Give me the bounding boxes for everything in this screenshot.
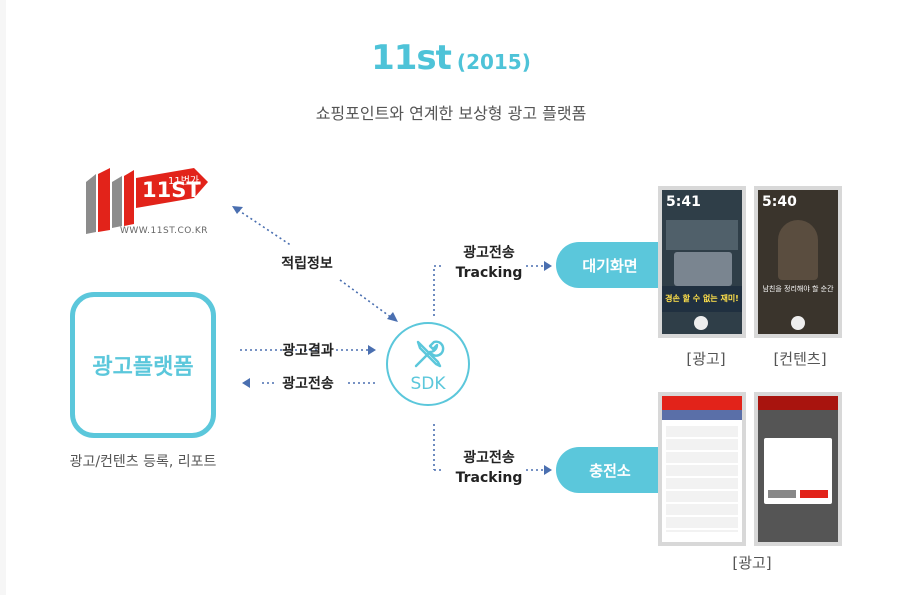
lockscreen-pill: 대기화면 <box>556 242 664 288</box>
page-title: 11st(2015) <box>0 38 902 78</box>
lower-tracking-line1: 광고전송 <box>463 450 515 466</box>
charge-list-header <box>662 396 742 410</box>
unlock-icon <box>791 316 805 330</box>
upper-tracking-line1: 광고전송 <box>463 245 515 261</box>
charge-list-tabbar <box>662 410 742 420</box>
upper-tracking-line2: Tracking <box>455 265 523 281</box>
title-year: (2015) <box>456 50 531 74</box>
phone-ad-notice <box>666 220 738 250</box>
phone-lockscreen-content: 5:40 남친을 정리해야 할 순간 <box>754 186 842 338</box>
caption-ad: [광고] <box>686 350 726 368</box>
popup-phone-header <box>758 396 838 410</box>
title-main: 11st <box>371 38 452 78</box>
lower-tracking-line2: Tracking <box>455 470 523 486</box>
charge-popup-dialog <box>764 438 832 504</box>
phone-ad-time: 5:41 <box>666 194 701 210</box>
logo-tag: 11번가 <box>168 176 200 187</box>
phone-ad-person-image <box>674 252 732 286</box>
logo-brand: 11ST <box>142 178 201 202</box>
popup-cancel-button <box>768 490 796 498</box>
label-upper-tracking: 광고전송 Tracking <box>444 243 534 283</box>
sdk-circle: SDK <box>386 322 470 406</box>
phone-content-time: 5:40 <box>762 194 797 210</box>
logo-url: WWW.11ST.CO.KR <box>120 226 208 236</box>
background-panel <box>6 0 902 595</box>
11st-logo: 11ST 11번가 WWW.11ST.CO.KR <box>82 160 222 244</box>
label-send: 광고전송 <box>282 376 334 392</box>
ad-platform-box: 광고플랫폼 <box>70 292 216 438</box>
label-result: 광고결과 <box>282 343 334 359</box>
phone-charge-list <box>658 392 746 546</box>
popup-confirm-button <box>800 490 828 498</box>
charge-pill: 충전소 <box>556 447 664 493</box>
phone-content-text: 남친을 정리해야 할 순간 <box>762 285 834 293</box>
caption-content: [컨텐츠] <box>773 350 827 368</box>
label-points: 적립정보 <box>281 256 333 272</box>
sdk-label: SDK <box>410 374 446 394</box>
charge-list-items <box>666 426 738 532</box>
label-lower-tracking: 광고전송 Tracking <box>444 448 534 488</box>
unlock-icon <box>694 316 708 330</box>
platform-label: 광고플랫폼 <box>92 355 194 380</box>
phone-ad-banner: 경손 할 수 없는 재미! <box>662 286 742 312</box>
phone-content-person-image <box>778 220 818 280</box>
page-subtitle: 쇼핑포인트와 연계한 보상형 광고 플랫폼 <box>315 104 587 123</box>
phone-charge-popup <box>754 392 842 546</box>
caption-charge-ad: [광고] <box>732 554 772 572</box>
tools-icon <box>414 340 445 368</box>
phone-lockscreen-ad: 5:41 경손 할 수 없는 재미! <box>658 186 746 338</box>
phone-ad-banner-text: 경손 할 수 없는 재미! <box>665 294 739 303</box>
platform-caption: 광고/컨텐츠 등록, 리포트 <box>69 454 217 470</box>
